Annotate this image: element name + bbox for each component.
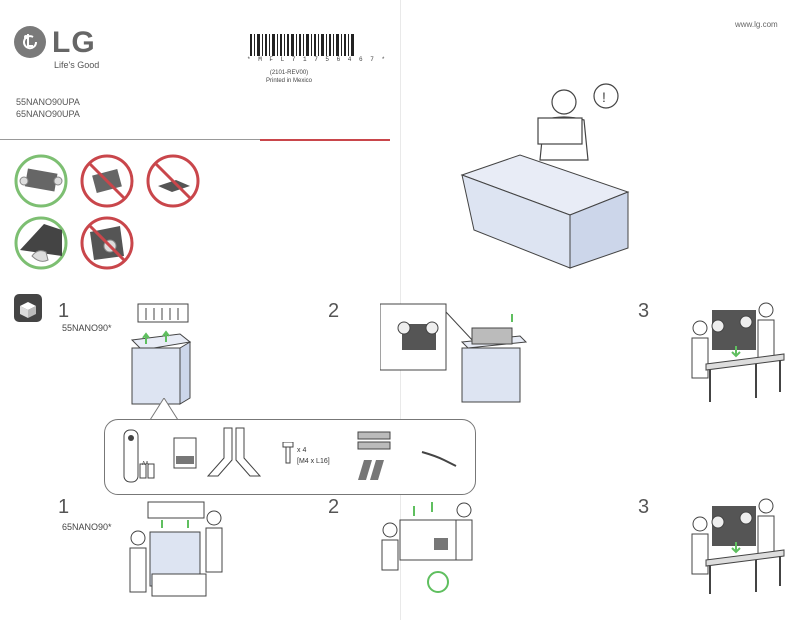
model-list: 55NANO90UPA 65NANO90UPA <box>16 96 80 120</box>
accent-divider <box>260 139 390 141</box>
lg-logo-icon <box>14 26 46 58</box>
cable-tie-icon <box>421 451 457 467</box>
revision-code: (2101-REV00) <box>269 70 309 76</box>
no-press-screen-icon <box>80 216 134 270</box>
battery-label: AA <box>142 461 149 467</box>
step-3-65: 3 <box>638 496 650 518</box>
brand-name: LG <box>52 26 96 59</box>
box-open-65-illustration <box>129 501 223 597</box>
tv-lift-65-illustration <box>381 502 473 593</box>
step-1-65: 1 <box>58 496 70 518</box>
screw-icon <box>282 442 294 464</box>
unpack-box-icon <box>14 294 42 322</box>
step-1-55: 1 <box>58 300 70 322</box>
step-2-65: 2 <box>328 496 340 518</box>
table-place-65-illustration <box>691 498 785 594</box>
model-55: 55NANO90UPA <box>16 97 80 107</box>
svg-text:!: ! <box>602 89 606 105</box>
stand-icon <box>206 427 262 477</box>
brand-tagline: Life's Good <box>54 60 100 70</box>
no-carry-icon <box>80 154 134 208</box>
ok-hold-icon <box>14 216 68 270</box>
model-65: 65NANO90UPA <box>16 109 80 119</box>
screw-spec: [M4 x L16] <box>297 458 330 465</box>
print-info: (2101-REV00) Printed in Mexico <box>266 69 312 85</box>
manual-icon <box>173 437 197 469</box>
table-place-55-illustration <box>691 302 785 402</box>
model-label-55: 55NANO90* <box>62 323 112 333</box>
no-lay-flat-icon <box>146 154 200 208</box>
model-label-65: 65NANO90* <box>62 522 112 532</box>
website-link[interactable]: www.lg.com <box>735 20 778 29</box>
barcode-number: * M F L 7 1 7 5 6 4 6 7 * <box>247 56 388 63</box>
tv-lift-55-illustration <box>380 303 528 403</box>
barcode <box>250 34 354 56</box>
warning-icon <box>593 83 619 109</box>
printed-location: Printed in Mexico <box>266 78 313 84</box>
cable-holder-icon <box>357 431 391 480</box>
remote-battery-icon <box>123 429 155 483</box>
divider <box>0 139 390 140</box>
screw-quantity: x 4 <box>297 447 307 454</box>
step-3-55: 3 <box>638 300 650 322</box>
box-open-55-illustration <box>130 303 192 405</box>
unpack-illustration: ! <box>460 83 630 269</box>
step-2-55: 2 <box>328 300 340 322</box>
ok-carry-icon <box>14 154 68 208</box>
